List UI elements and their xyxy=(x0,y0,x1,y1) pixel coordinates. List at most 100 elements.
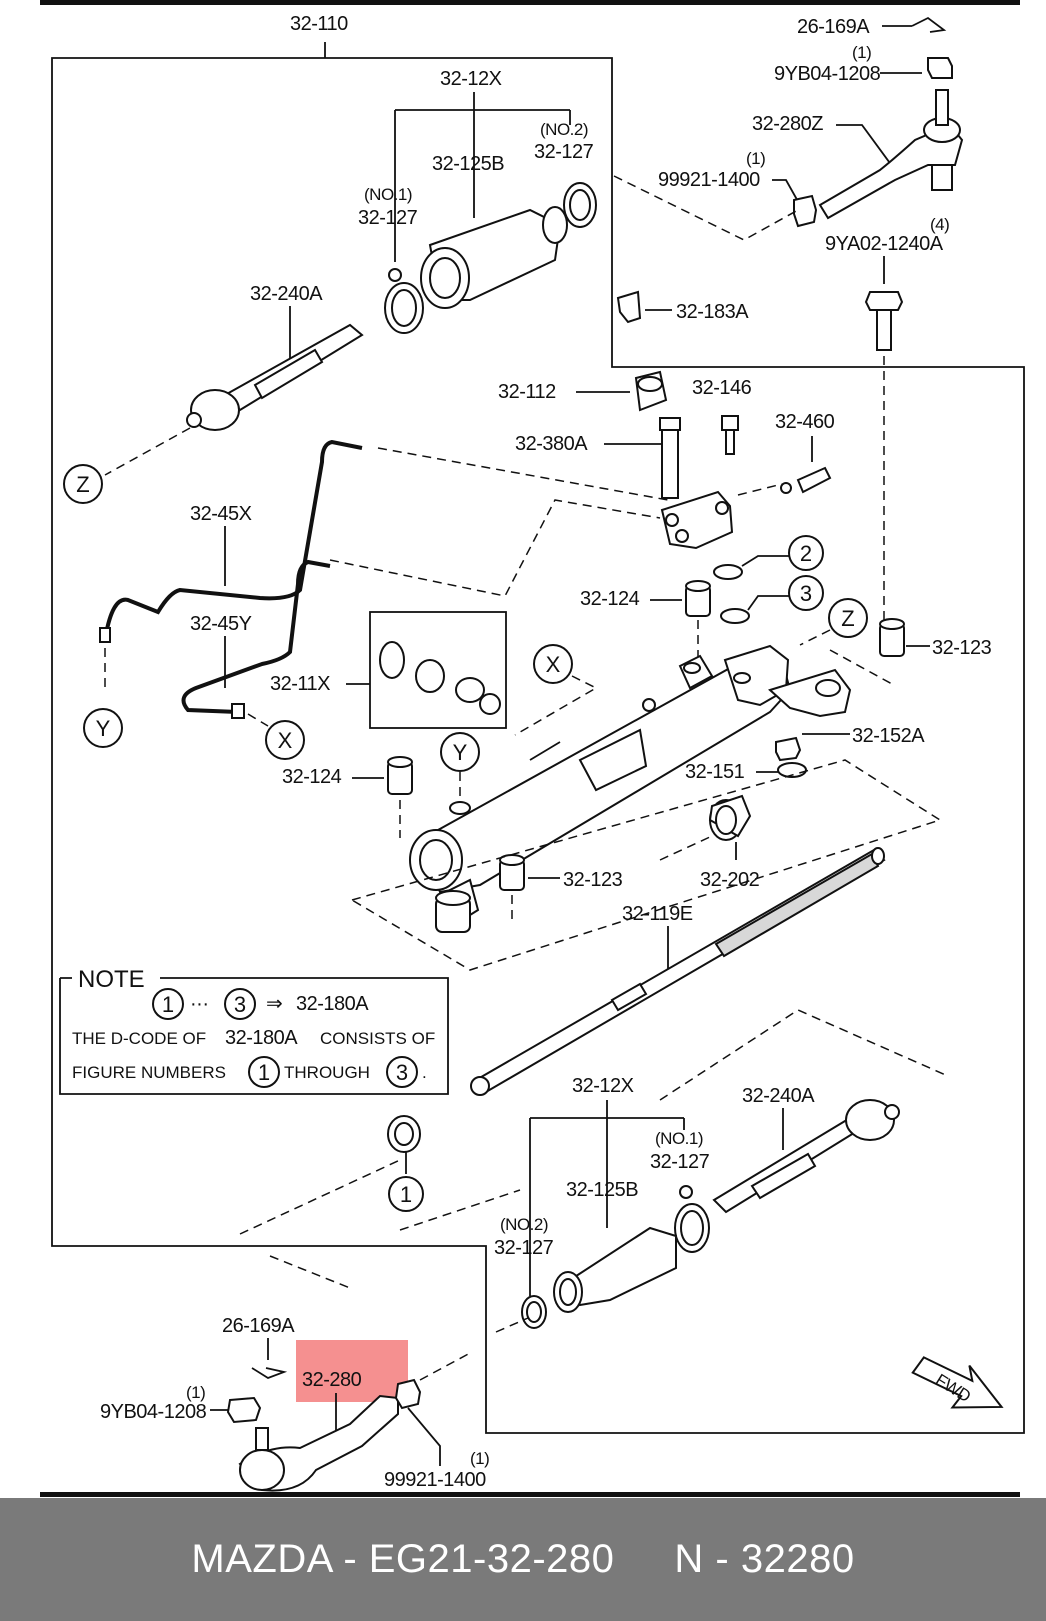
tie-end-top-part xyxy=(818,89,964,220)
top-border xyxy=(40,0,1020,5)
note-line3-n1: 1 xyxy=(248,1056,280,1088)
label-boot-bottom: 32-125B xyxy=(566,1179,638,1201)
pipe-y-part xyxy=(181,559,331,714)
label-mount-right: 32-123 xyxy=(932,637,992,659)
mount-left-top-part xyxy=(685,580,711,617)
bottom-border xyxy=(40,1492,1020,1497)
locknut-top-part xyxy=(793,194,818,228)
ref-3-leader xyxy=(747,595,789,611)
dash-ref-1-c xyxy=(399,1189,521,1231)
label-nut-top: 9YB04-1208 xyxy=(774,63,881,85)
label-clamp-top-no1: 32-127 xyxy=(358,207,418,229)
fwd-arrow: FWD xyxy=(911,1356,1004,1409)
marker-x-left: X xyxy=(265,720,305,760)
label-bracket: 32-183A xyxy=(676,301,749,323)
svg-text:3: 3 xyxy=(396,1060,408,1085)
label-pipe-x: 32-45X xyxy=(190,503,252,525)
label-clamp-bot-no1: 32-127 xyxy=(650,1151,710,1173)
svg-text:1: 1 xyxy=(400,1182,412,1207)
note-dots: ··· xyxy=(190,993,208,1015)
mount-right-part xyxy=(879,618,905,657)
tie-end-top-leader xyxy=(836,124,896,171)
label-mount-left-bottom: 32-124 xyxy=(282,766,342,788)
label-locknut-top: 99921-1400 xyxy=(658,169,760,191)
marker-ref-2: 2 xyxy=(788,535,824,571)
label-bolt: 9YA02-1240A xyxy=(825,233,944,255)
marker-z-left: Z xyxy=(63,464,103,504)
marker-ref-3: 3 xyxy=(788,575,824,611)
label-washer-151: 32-151 xyxy=(685,761,745,783)
pinion-part xyxy=(659,417,681,499)
pipe-x-end xyxy=(99,627,111,643)
note-ref-to: 3 xyxy=(224,988,256,1020)
svg-text:3: 3 xyxy=(800,581,812,606)
dash-x-left xyxy=(247,713,269,727)
clamp-top-no2-part xyxy=(563,182,597,228)
label-tie-rod-top: 32-240A xyxy=(250,283,323,305)
note-line3-a: FIGURE NUMBERS xyxy=(72,1063,226,1082)
bolt-part xyxy=(864,291,904,351)
label-boot-set-bottom: 32-12X xyxy=(572,1075,634,1097)
boot-bottom-part xyxy=(553,1226,677,1313)
label-clamp-bot-no2-tag: (NO.2) xyxy=(500,1215,548,1234)
svg-text:1: 1 xyxy=(162,992,174,1017)
label-tie-end-top: 32-280Z xyxy=(752,113,823,135)
label-locknut-qty-bottom: (1) xyxy=(470,1449,489,1468)
yoke-kit-box xyxy=(369,611,507,729)
label-boot-set-top: 32-12X xyxy=(440,68,502,90)
label-clamp-top-no2-tag: (NO.2) xyxy=(540,120,588,139)
label-yoke-kit: 32-11X xyxy=(270,673,330,695)
dash-bushing xyxy=(659,829,726,861)
pipe-x-part xyxy=(103,439,363,641)
dash-pipe-x xyxy=(377,447,669,501)
label-valve: 32-460 xyxy=(775,411,835,433)
dash-z-right xyxy=(799,629,831,646)
label-seal-kit: 32-112 xyxy=(498,381,556,403)
svg-text:3: 3 xyxy=(234,992,246,1017)
svg-text:2: 2 xyxy=(800,541,812,566)
label-boot-top: 32-125B xyxy=(432,153,504,175)
boot-set-bottom-leader xyxy=(529,1100,685,1296)
dash-housing-region xyxy=(350,759,942,971)
tie-end-bottom-part xyxy=(238,1394,399,1492)
note-line2-a: THE D-CODE OF xyxy=(72,1029,206,1048)
label-mount-left-top: 32-124 xyxy=(580,588,640,610)
footer-part-number: MAZDA - EG21-32-280 xyxy=(191,1537,615,1581)
dash-ref-1-b xyxy=(269,1255,351,1289)
label-cotter-bottom: 26-169A xyxy=(222,1315,295,1337)
clamp-bot-no1-part xyxy=(674,1185,710,1253)
nut-top-part xyxy=(927,57,953,79)
svg-text:Y: Y xyxy=(96,716,111,741)
locknut-top-leader xyxy=(772,179,801,206)
note-ref-from: 1 xyxy=(152,988,184,1020)
label-nut-qty-bottom: (1) xyxy=(186,1383,205,1402)
marker-x-center: X xyxy=(533,644,573,684)
dash-mount-right xyxy=(829,649,893,685)
assembly-outline xyxy=(51,57,1025,1434)
svg-text:Z: Z xyxy=(76,472,89,497)
locknut-bottom-leader xyxy=(407,1407,441,1466)
pipe-y-end xyxy=(231,703,245,719)
label-bushing: 32-202 xyxy=(700,869,760,891)
label-clamp-bot-no1-tag: (NO.1) xyxy=(655,1129,703,1148)
note-line2-code: 32-180A xyxy=(225,1027,298,1049)
boot-set-top-leader xyxy=(394,92,571,262)
marker-ref-1: 1 xyxy=(388,1176,424,1212)
seal-ring-2 xyxy=(713,564,743,580)
dash-tie-end-top xyxy=(613,175,799,241)
dash-pipe-y xyxy=(329,499,661,597)
label-tie-end-bottom: 32-280 xyxy=(302,1369,362,1391)
dash-rack-bottom xyxy=(659,1009,949,1101)
seal-kit-part xyxy=(634,370,668,412)
seal-ring-3 xyxy=(720,608,750,624)
label-locknut-bottom: 99921-1400 xyxy=(384,1469,486,1491)
nut-bottom-part xyxy=(226,1396,262,1424)
ring-ref-1-part xyxy=(387,1115,421,1153)
marker-y-left: Y xyxy=(83,708,123,748)
label-clamp-top-no2: 32-127 xyxy=(534,141,594,163)
dash-locknut-bottom xyxy=(419,1351,473,1381)
label-clamp-top-no1-tag: (NO.1) xyxy=(364,185,412,204)
label-pinion: 32-380A xyxy=(515,433,588,455)
valve-housing-part xyxy=(660,490,734,550)
